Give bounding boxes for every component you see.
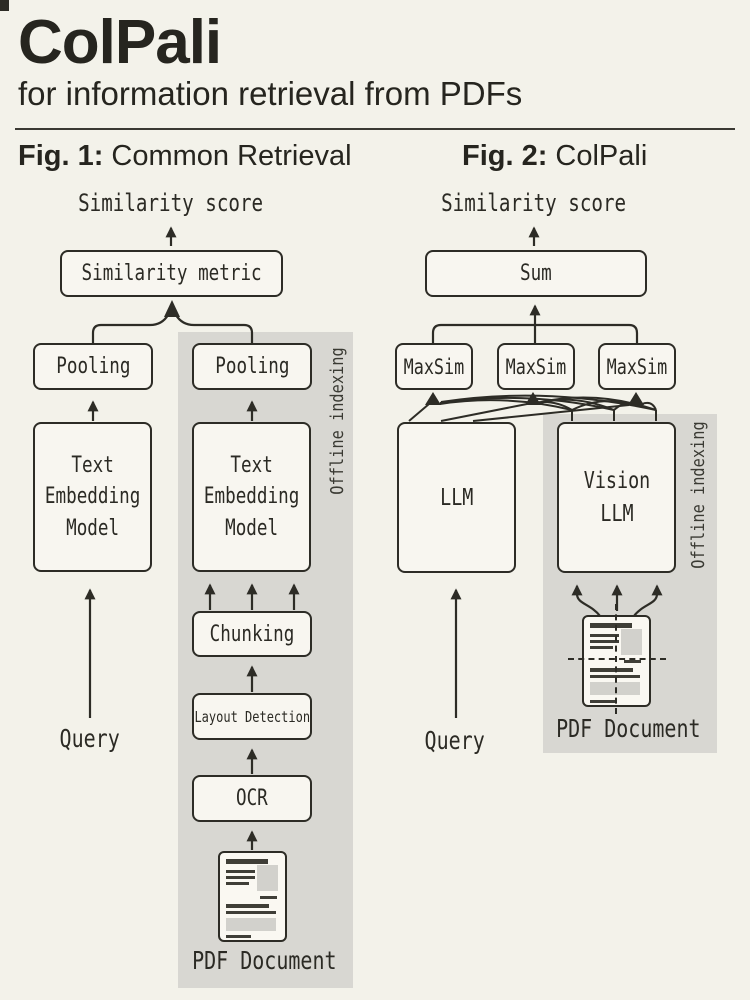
page-subtitle: for information retrieval from PDFs — [18, 75, 523, 112]
fig2-maxsim-text-1: MaxSim — [403, 354, 465, 379]
patch-grid-horizontal-dash — [568, 658, 666, 660]
fig1-text-embedding-right-text: Text Embedding Model — [203, 453, 300, 541]
fig1-layout-detection-box: Layout Detection — [192, 693, 312, 740]
fig1-similarity-score-text: Similarity score — [78, 189, 264, 217]
fig1-caption-label: Fig. 1: — [18, 140, 104, 172]
fig1-layout-detection-text: Layout Detection — [194, 707, 310, 726]
fig1-text-embedding-left-text: Text Embedding Model — [44, 453, 141, 541]
fig2-caption: Fig. 2:ColPali — [462, 140, 647, 173]
fig1-caption: Fig. 1:Common Retrieval — [18, 140, 352, 173]
corner-mark — [0, 0, 9, 11]
fig2-maxsim-text-3: MaxSim — [606, 354, 668, 379]
fig2-llm-text: LLM — [439, 484, 474, 511]
fig1-chunking-box: Chunking — [192, 611, 312, 657]
fig1-similarity-score-label: Similarity score — [51, 189, 291, 217]
fig1-chunking-text: Chunking — [209, 621, 295, 647]
fig1-ocr-box: OCR — [192, 775, 312, 822]
fig2-sum-text: Sum — [520, 261, 552, 286]
fig2-vision-llm-box: Vision LLM — [557, 422, 676, 573]
fig1-pooling-right-text: Pooling — [214, 354, 290, 379]
fig2-pdf-document-text: PDF Document — [556, 714, 701, 743]
fig1-pooling-left-text: Pooling — [55, 354, 131, 379]
pdf-document-icon — [218, 851, 287, 942]
fig2-query-label: Query — [385, 726, 525, 755]
fig2-maxsim-box-3: MaxSim — [598, 343, 676, 390]
fig1-pooling-right-box: Pooling — [192, 343, 312, 390]
fig1-text-embedding-right-box: Text Embedding Model — [192, 422, 311, 572]
fig1-similarity-metric-box: Similarity metric — [60, 250, 283, 297]
fig1-similarity-metric-text: Similarity metric — [81, 261, 262, 286]
fig1-pooling-left-box: Pooling — [33, 343, 153, 390]
fig2-caption-title: ColPali — [555, 140, 648, 172]
fig2-caption-label: Fig. 2: — [462, 140, 548, 172]
fig2-llm-box: LLM — [397, 422, 516, 573]
fig1-query-text: Query — [59, 724, 121, 753]
fig2-maxsim-box-2: MaxSim — [497, 343, 575, 390]
fig1-text-embedding-left-box: Text Embedding Model — [33, 422, 152, 572]
fig2-similarity-score-text: Similarity score — [441, 189, 627, 217]
fig2-query-text: Query — [424, 726, 486, 755]
header-divider — [15, 128, 735, 130]
fig1-ocr-text: OCR — [236, 786, 268, 811]
fig2-similarity-score-label: Similarity score — [414, 189, 654, 217]
fig2-maxsim-box-1: MaxSim — [395, 343, 473, 390]
fig1-caption-title: Common Retrieval — [111, 140, 352, 172]
fig2-pdf-document-label: PDF Document — [538, 714, 718, 743]
fig1-pdf-document-label: PDF Document — [174, 946, 354, 975]
fig2-vision-llm-text: Vision LLM — [583, 467, 650, 527]
fig2-maxsim-text-2: MaxSim — [505, 354, 567, 379]
patch-grid-vertical-dash — [615, 604, 617, 714]
fig1-query-label: Query — [20, 724, 160, 753]
fig1-pdf-document-text: PDF Document — [192, 946, 337, 975]
fig2-sum-box: Sum — [425, 250, 647, 297]
page-title: ColPali — [18, 8, 222, 77]
